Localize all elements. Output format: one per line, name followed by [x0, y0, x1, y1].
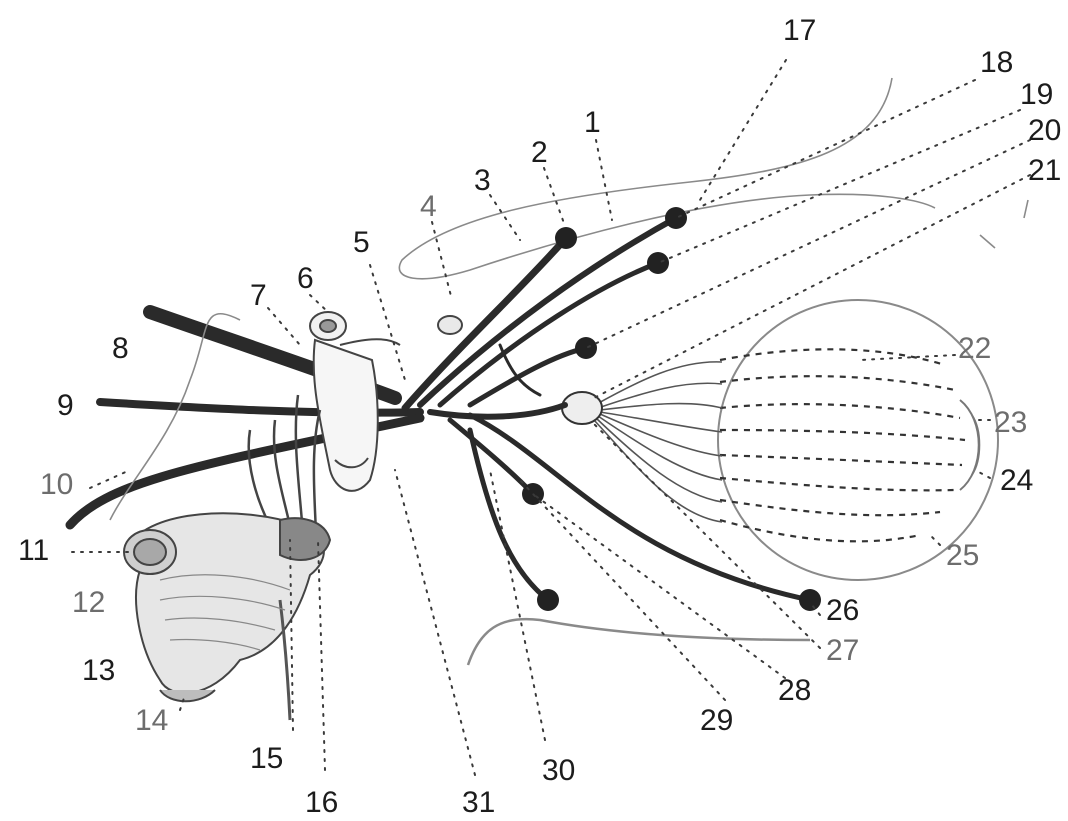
label-15: 15	[250, 742, 283, 775]
label-19: 19	[1020, 78, 1053, 111]
label-2: 2	[531, 136, 548, 169]
supraorbital-outline	[399, 78, 1028, 279]
eyeball	[718, 300, 998, 580]
label-23: 23	[994, 406, 1027, 439]
label-26: 26	[826, 594, 859, 627]
label-22: 22	[958, 332, 991, 365]
label-31: 31	[462, 786, 495, 819]
short-ciliary-nerves	[594, 362, 722, 522]
label-27: 27	[826, 634, 859, 667]
label-21: 21	[1028, 154, 1061, 187]
nerve-loop	[110, 314, 240, 520]
label-10: 10	[40, 468, 73, 501]
brainstem-structure	[124, 513, 330, 720]
label-3: 3	[474, 164, 491, 197]
label-14: 14	[135, 704, 168, 737]
label-8: 8	[112, 332, 129, 365]
label-20: 20	[1028, 114, 1061, 147]
label-5: 5	[353, 226, 370, 259]
label-17: 17	[783, 14, 816, 47]
label-12: 12	[72, 586, 105, 619]
label-24: 24	[1000, 464, 1033, 497]
label-25: 25	[946, 539, 979, 572]
label-9: 9	[57, 389, 74, 422]
label-7: 7	[250, 279, 267, 312]
label-30: 30	[542, 754, 575, 787]
label-1: 1	[584, 106, 601, 139]
label-11: 11	[18, 534, 49, 567]
lower-roots	[249, 395, 320, 535]
label-29: 29	[700, 704, 733, 737]
lower-outline	[468, 619, 810, 665]
label-6: 6	[297, 262, 314, 295]
label-16: 16	[305, 786, 338, 819]
label-13: 13	[82, 654, 115, 687]
label-18: 18	[980, 46, 1013, 79]
label-28: 28	[778, 674, 811, 707]
label-4: 4	[420, 190, 437, 223]
